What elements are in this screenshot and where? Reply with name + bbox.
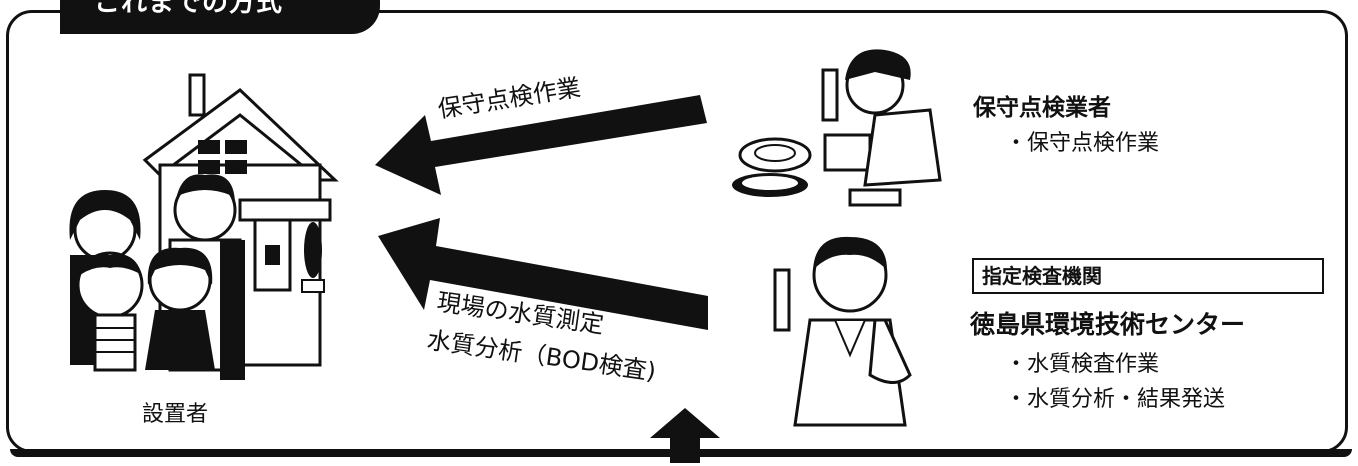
- maintenance-arrow: [375, 95, 707, 195]
- bottom-up-arrow: [650, 408, 720, 463]
- maintenance-company-title: 保守点検業者: [973, 95, 1111, 121]
- house-family-illustration: [69, 73, 339, 380]
- section-tab-title: これまでの方式: [94, 0, 284, 18]
- inspection-agency-name: 徳島県環境技術センター: [970, 310, 1246, 339]
- inspection-arrow: [378, 218, 708, 330]
- maintenance-worker-illustration: [732, 49, 942, 207]
- maintenance-company-item: ・保守点検作業: [1005, 131, 1160, 156]
- inspection-agency-box: 指定検査機関: [972, 258, 1324, 294]
- inspection-agency-item-1: ・水質検査作業: [1005, 352, 1160, 377]
- owner-label: 設置者: [142, 402, 209, 427]
- scientist-illustration: [773, 236, 912, 427]
- inspection-agency-item-2: ・水質分析・結果発送: [1005, 387, 1226, 412]
- section-tab: これまでの方式: [60, 0, 380, 34]
